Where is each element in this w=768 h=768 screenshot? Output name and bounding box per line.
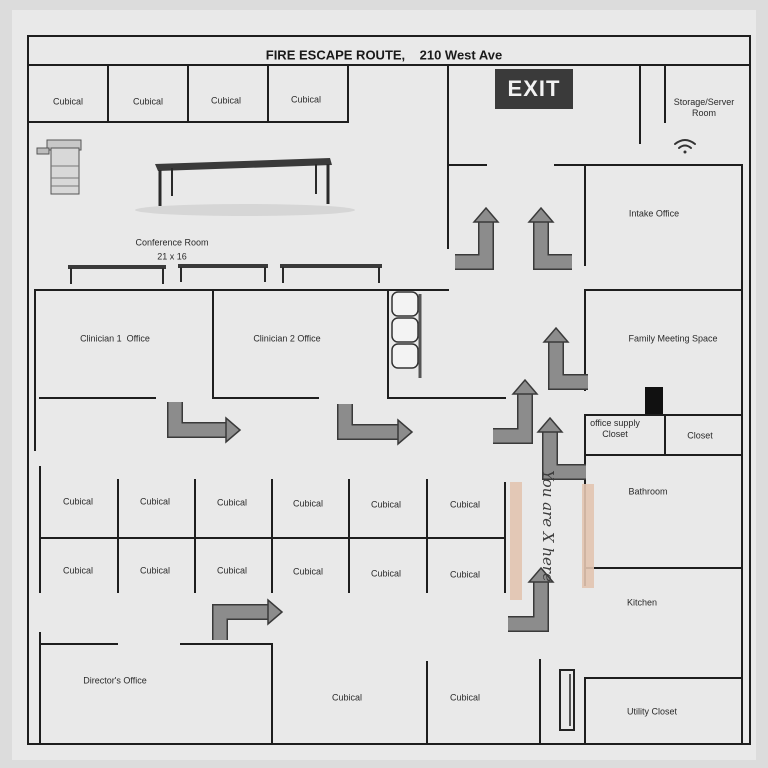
room-label-family-meeting: Family Meeting Space (628, 333, 718, 344)
cubical-grid-label: Cubical (449, 569, 481, 580)
room-label-cubical: Cubical (449, 692, 481, 703)
room-label-bathroom: Bathroom (628, 486, 668, 497)
room-label-clinician-2: Clinician 2 Office (253, 333, 321, 344)
cubical-grid-label: Cubical (449, 499, 481, 510)
room-label-intake-office: Intake Office (628, 208, 680, 219)
paper-sheet (12, 10, 756, 760)
exit-arrow-icon (455, 222, 493, 269)
tape-strip (582, 484, 594, 588)
room-label-cubical: Cubical (210, 95, 242, 106)
cubical-grid-label: Cubical (292, 566, 324, 577)
exit-arrow-icon (549, 342, 588, 389)
tape-strip (510, 482, 522, 600)
appliance-outline (559, 669, 575, 731)
room-label-closet: Closet (687, 430, 713, 441)
exit-arrowhead (527, 206, 555, 223)
outer-wall (27, 35, 751, 745)
cubical-grid-label: Cubical (292, 498, 324, 509)
exit-sign: EXIT (495, 69, 573, 109)
walls (27, 35, 751, 745)
door-marker (645, 387, 663, 414)
printer-icon (36, 139, 82, 195)
room-label-cubical: Cubical (132, 96, 164, 107)
cubical-grid-label: Cubical (139, 496, 171, 507)
cubical-grid-label: Cubical (370, 568, 402, 579)
cubical-grid-label: Cubical (216, 497, 248, 508)
exit-arrowhead (542, 326, 570, 343)
exit-arrowhead (472, 206, 500, 223)
exit-arrowhead (536, 416, 564, 433)
exit-arrows (167, 206, 588, 640)
cubical-grid-label: Cubical (370, 499, 402, 510)
exit-arrowhead (397, 418, 414, 446)
chairs-icon (391, 291, 422, 378)
page-title: FIRE ESCAPE ROUTE, 210 West Ave (265, 47, 503, 63)
room-label-cubical: Cubical (52, 96, 84, 107)
room-label-conference-room: Conference Room (135, 237, 209, 248)
cubical-grid-label: Cubical (62, 565, 94, 576)
room-label-conference-size: 21 x 16 (157, 251, 187, 262)
exit-arrowhead (511, 378, 539, 395)
exit-arrow-icon (338, 404, 398, 439)
exit-arrowhead (225, 416, 242, 444)
exit-arrow-icon (543, 432, 586, 479)
room-label-directors-office: Director's Office (83, 675, 147, 686)
exit-arrow-icon (508, 582, 548, 631)
room-label-cubical: Cubical (331, 692, 363, 703)
room-label-storage-server: Storage/Server Room (673, 97, 735, 118)
room-label-office-supply-closet: office supply Closet (590, 418, 640, 439)
exit-arrow-icon (213, 605, 268, 640)
exit-arrow-icon (534, 222, 572, 269)
cubical-grid-label: Cubical (216, 565, 248, 576)
exit-arrowhead (527, 566, 555, 583)
you-are-here-note: You are X here (539, 470, 557, 582)
room-label-clinician-1: Clinician 1 Office (80, 333, 150, 344)
cubical-grid-label: Cubical (139, 565, 171, 576)
bench-icon (68, 264, 382, 284)
exit-arrowhead (267, 598, 284, 626)
room-label-utility-closet: Utility Closet (626, 706, 678, 717)
cubical-grid-label: Cubical (62, 496, 94, 507)
exit-arrow-icon (493, 394, 532, 443)
room-label-kitchen: Kitchen (626, 597, 658, 608)
room-label-cubical: Cubical (290, 94, 322, 105)
wifi-icon (674, 139, 696, 154)
exit-arrow-icon (168, 402, 226, 437)
conference-table-icon (135, 158, 355, 216)
